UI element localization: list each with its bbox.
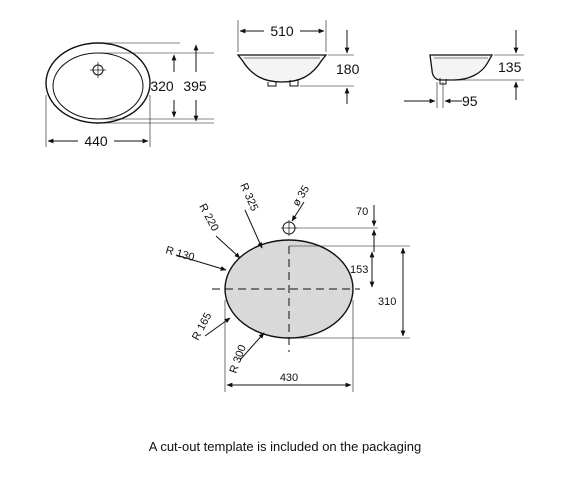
dim-length: 440 [84,133,108,149]
overflow-outlet [289,79,299,87]
basin-outer-rim [45,42,151,124]
dim-side-height: 180 [336,61,360,77]
dim-hole-offset: 70 [356,206,368,218]
label-r130: R 130 [164,244,196,264]
end-view [404,30,524,108]
label-r300: R 300 [228,343,249,375]
side-view [236,20,354,104]
dim-end-height: 135 [498,59,522,75]
top-view [45,42,214,147]
dim-cutout-height: 310 [378,296,396,308]
tap-hole-marker-icon [281,220,297,236]
dim-half-width: 153 [350,264,368,276]
label-r220: R 220 [196,202,220,234]
cutout-template [175,201,410,392]
label-r325: R 325 [237,181,260,213]
tap-hole-icon [90,62,106,78]
label-r165: R 165 [190,311,214,343]
dim-cutout-width: 430 [280,372,298,384]
waste-outlet [267,82,277,87]
dim-end-depth: 95 [462,93,478,109]
dim-side-width: 510 [270,23,294,39]
basin-end-profile [429,54,494,81]
dim-inner-width: 320 [150,78,174,94]
label-hole-diameter: ø 35 [290,184,312,209]
packaging-note: A cut-out template is included on the pa… [148,439,422,454]
basin-inner-bowl [52,52,144,120]
basin-side-profile [236,54,328,83]
dim-outer-width: 395 [183,78,207,94]
